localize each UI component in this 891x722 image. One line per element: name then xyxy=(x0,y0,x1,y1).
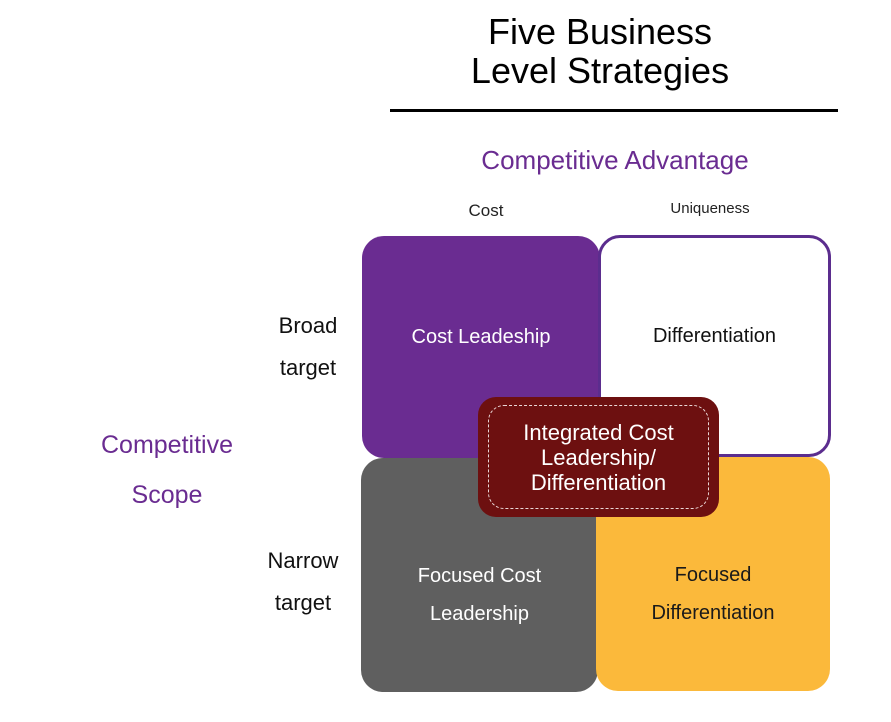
quadrant-cost-leadership-label: Cost Leadeship xyxy=(411,325,551,348)
integrated-strategy-label: Integrated Cost Leadership/ Differentiat… xyxy=(523,419,674,495)
title-divider xyxy=(390,109,838,112)
quadrant-differentiation-label: Differentiation xyxy=(652,324,777,347)
row-header-narrow-target: Narrow target xyxy=(267,548,339,615)
row-header-broad-target: Broad target xyxy=(278,313,338,380)
integrated-strategy-box: Integrated Cost Leadership/ Differentiat… xyxy=(478,397,719,517)
diagram-title: Five Business Level Strategies xyxy=(470,11,730,91)
column-header-cost: Cost xyxy=(468,201,504,220)
integrated-strategy-dashed-border: Integrated Cost Leadership/ Differentiat… xyxy=(488,405,709,509)
competitive-scope-label: Competitive Scope xyxy=(101,431,233,509)
quadrant-focused-differentiation-label: Focused Differentiation xyxy=(651,564,775,624)
quadrant-focused-cost-leadership-label: Focused Cost Leadership xyxy=(417,565,542,625)
competitive-advantage-label: Competitive Advantage xyxy=(481,145,749,175)
column-header-uniqueness: Uniqueness xyxy=(670,200,750,217)
